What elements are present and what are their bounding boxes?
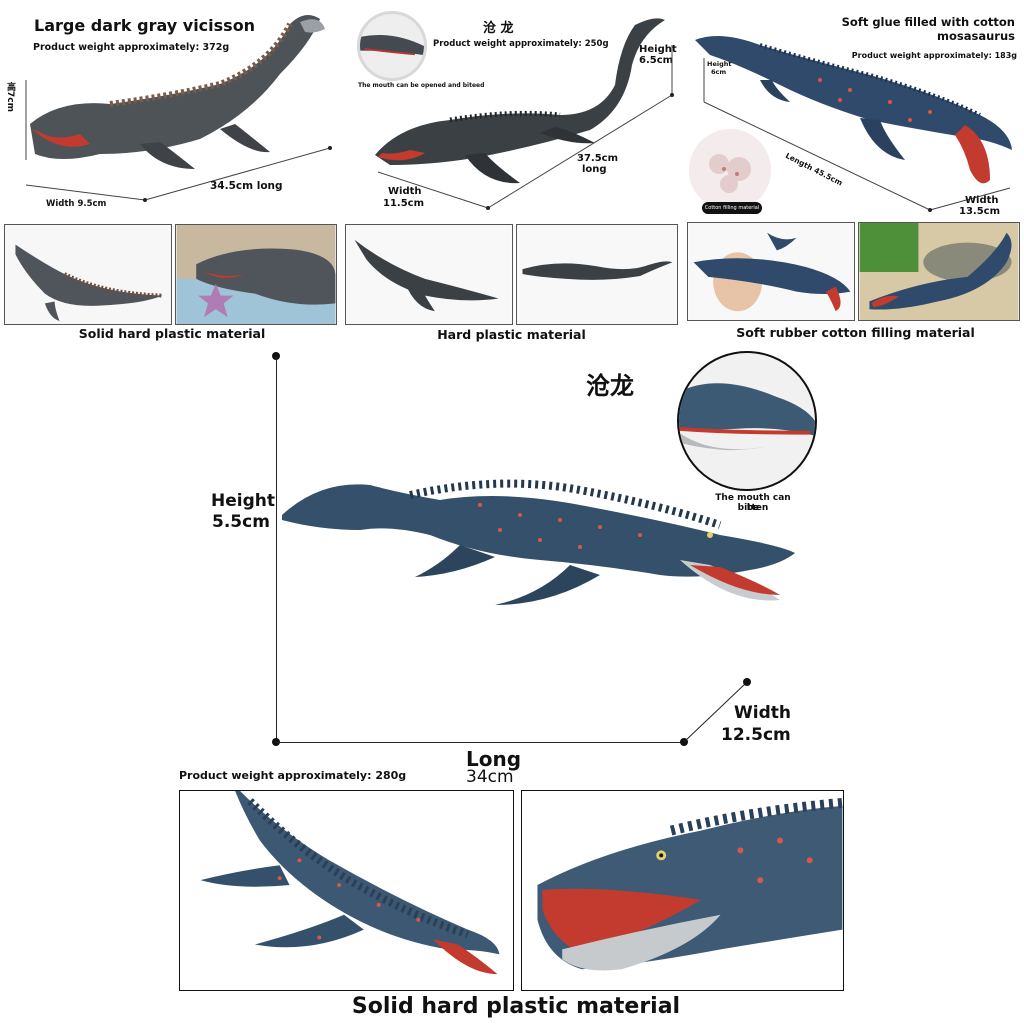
panel2-mouth-note: The mouth can be opened and biteed: [358, 82, 485, 89]
main-long-line: [276, 742, 684, 743]
main-width-line: [683, 682, 747, 743]
panel3-dimension-lines: [703, 58, 1011, 212]
main-long-end-dot: [680, 738, 688, 746]
panel1-length-label: 34.5cm long: [210, 180, 283, 192]
panel3-width-value: 13.5cm: [959, 206, 1001, 217]
main-mosasaur-figure: [282, 479, 795, 605]
main-height-value: 5.5cm: [212, 512, 270, 532]
panel1-dimension-lines: [25, 80, 332, 202]
panel1-width-label: Width 9.5cm: [46, 199, 107, 209]
main-title: 沧龙: [586, 372, 634, 400]
panel3-height-value: 6cm: [711, 68, 727, 76]
panel1-weight: Product weight approximately: 372g: [33, 42, 230, 53]
panel1-mosasaur-gray-figure: [30, 15, 325, 169]
panel2-thumb-side-view: [516, 224, 678, 325]
main-width-end-dot: [743, 678, 751, 686]
panel1-height-label: 高7cm: [5, 82, 15, 112]
panel3-width-label: Width: [965, 195, 999, 206]
panel2-dimension-lines: [377, 45, 674, 210]
panel1-thumb-scene-photo: [175, 224, 337, 325]
panel2-mosasaur-dark-figure: [375, 18, 665, 184]
panel3-title-line1: Soft glue filled with cotton: [841, 15, 1015, 29]
panel3-cotton-badge: Cotton filling material: [702, 202, 762, 214]
main-height-label: Height: [211, 491, 275, 511]
panel3-title-line2: mosasaurus: [937, 29, 1015, 43]
panel2-mouth-closeup: [357, 11, 427, 81]
panel3-weight: Product weight approximately: 183g: [851, 51, 1017, 60]
panel1-title: Large dark gray vicisson: [34, 16, 256, 35]
main-long-label: Long: [466, 747, 522, 771]
panel2-length-value: 37.5cm: [577, 153, 619, 164]
main-mouth-closeup: [677, 351, 817, 491]
main-height-line: [276, 356, 277, 742]
panel3-thumb-hand-held: [687, 222, 855, 321]
panel3-mosasaur-blue-figure: [695, 36, 1012, 184]
panel1-material-caption: Solid hard plastic material: [78, 326, 266, 341]
bottom-photo-head-closeup: [521, 790, 844, 991]
main-mouth-note-line2: bitten: [737, 503, 769, 513]
main-width-value: 12.5cm: [721, 725, 791, 745]
panel1-thumb-side-view: [4, 224, 172, 325]
panel2-width-label: Width: [388, 186, 422, 197]
panel3-height-label: Height: [707, 60, 732, 68]
panel2-length-label: long: [582, 164, 607, 175]
panel3-cotton-closeup: [689, 129, 771, 211]
panel2-height-value: 6.5cm: [639, 55, 674, 66]
panel3-material-caption: Soft rubber cotton filling material: [736, 325, 975, 340]
bottom-photo-top-view: [179, 790, 514, 991]
panel2-height-label: Height: [639, 44, 677, 55]
panel2-weight: Product weight approximately: 250g: [433, 39, 609, 49]
panel2-title: 沧 龙: [483, 21, 514, 36]
bottom-material-caption: Solid hard plastic material: [351, 994, 681, 1019]
panel2-thumb-top-view: [345, 224, 513, 325]
main-width-label: Width: [734, 703, 791, 723]
panel3-thumb-scene-photo: [858, 222, 1020, 321]
panel2-material-caption: Hard plastic material: [437, 327, 586, 342]
main-weight: Product weight approximately: 280g: [179, 769, 407, 782]
main-mouth-note-line1: The mouth can be: [715, 493, 791, 513]
main-long-value: 34cm: [466, 767, 514, 787]
panel2-width-value: 11.5cm: [383, 198, 425, 209]
